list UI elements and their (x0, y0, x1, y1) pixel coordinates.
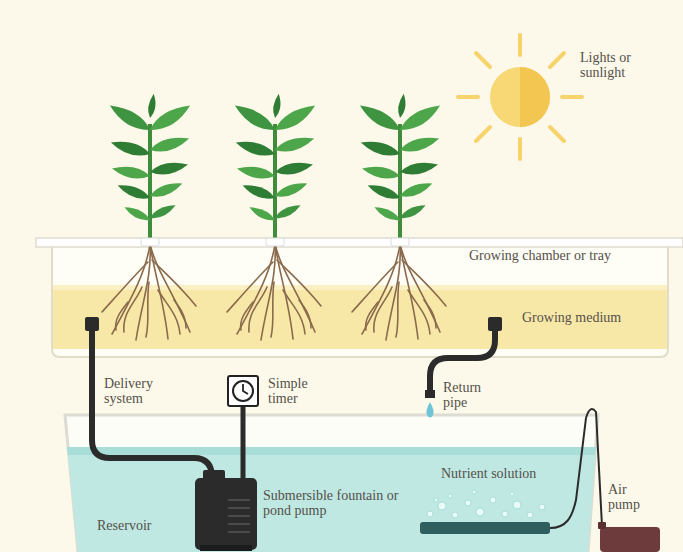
callout-label: Simple timer (268, 376, 323, 406)
callout-label: Lights or sunlight (580, 50, 660, 80)
air-stone (420, 490, 550, 534)
pipe-fitting (85, 317, 99, 331)
plants (102, 93, 446, 340)
callout-label: Growing medium (522, 310, 662, 325)
callout-label: Nutrient solution (441, 466, 581, 481)
callout-label: Reservoir (97, 518, 197, 533)
pump (195, 470, 257, 551)
air-pump (598, 522, 660, 552)
callout-label: Submersible fountain or pond pump (263, 488, 421, 518)
reservoir (65, 415, 598, 552)
callout-label: Air pump (608, 482, 656, 512)
delivery-pipe (92, 326, 212, 478)
callout-label: Delivery system (104, 376, 174, 406)
callout-label: Growing chamber or tray (469, 248, 669, 263)
return-pipe (425, 317, 502, 418)
timer-wire (243, 405, 244, 480)
sun (458, 35, 582, 159)
timer (228, 376, 258, 406)
air-tube (550, 409, 602, 528)
growing-tray (36, 238, 683, 357)
callout-label: Return pipe (443, 380, 498, 410)
